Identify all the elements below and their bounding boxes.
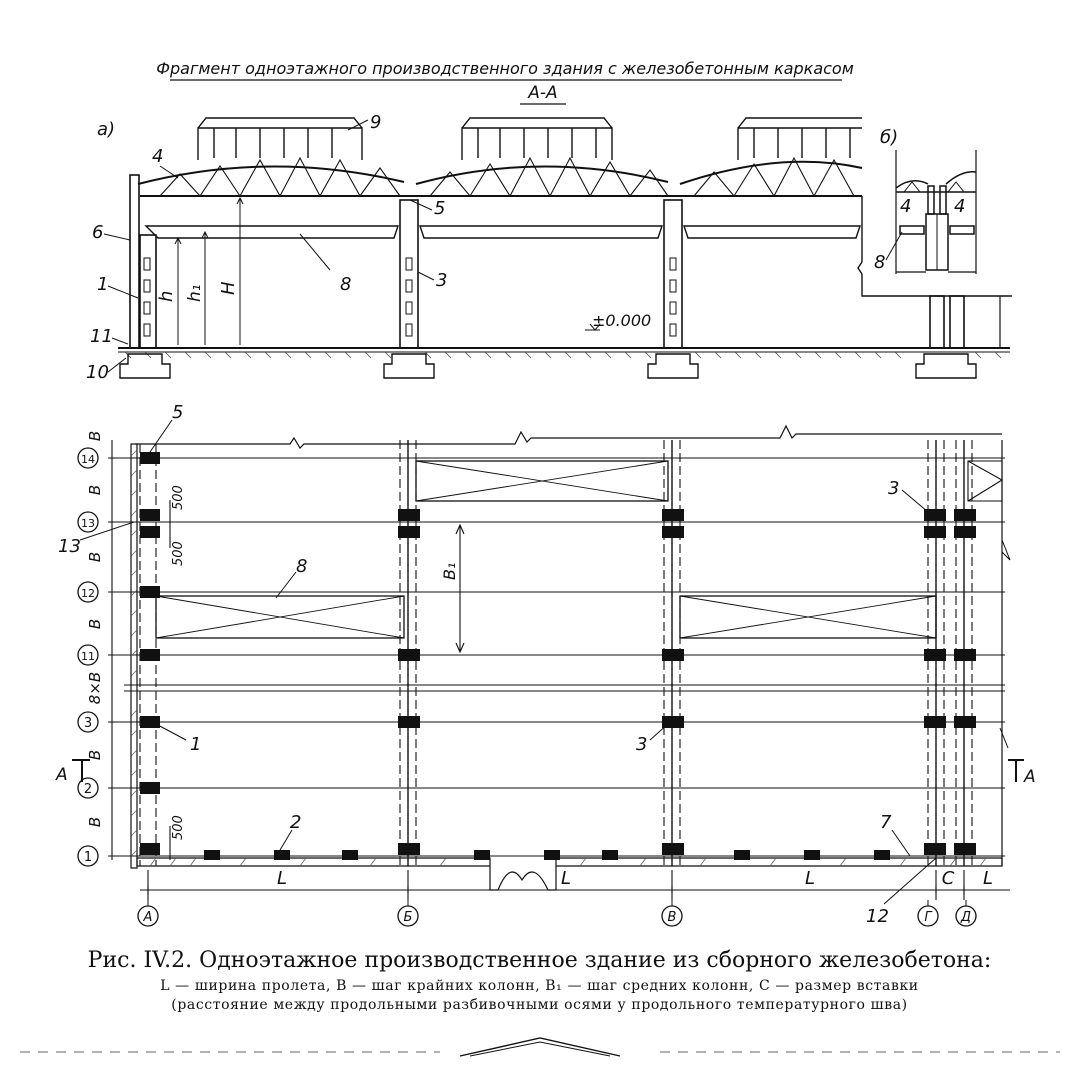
label-8: 8	[340, 274, 351, 295]
plan-label-12: 12	[866, 906, 889, 927]
row-axis-bubble	[77, 447, 99, 469]
span-dimension-label: L	[805, 868, 815, 889]
plan-label-B1: B₁	[440, 563, 459, 580]
row-axis-label: 12	[81, 587, 95, 600]
col-axis-label: Д	[960, 910, 971, 925]
figure-caption-note: (расстояние между продольными разбивочны…	[171, 997, 908, 1013]
col-axis-bubble	[137, 905, 159, 927]
level-mark: ±0.000	[592, 311, 651, 330]
plan-label-5: 5	[172, 402, 183, 423]
joint-detail: б) 4 4 8	[874, 127, 977, 274]
row-axes: 14 13 12 11 3 2 1 B B B B 8×B B B	[77, 431, 104, 867]
cut-A-left: А	[55, 765, 68, 785]
col-axis-label: Г	[924, 910, 933, 925]
plan-label-13: 13	[58, 536, 81, 557]
plan-label-3a: 3	[636, 734, 647, 755]
detail-label-4b: 4	[954, 196, 965, 217]
dim-H: H	[218, 281, 239, 295]
plan-label-3b: 3	[888, 478, 899, 499]
row-axis-label: 13	[81, 517, 95, 530]
col-axes: А Б В Г Д L L L C L	[137, 868, 993, 927]
col-axis-bubble	[397, 905, 419, 927]
col-axis-label: А	[143, 910, 153, 925]
row-axis-bubble	[77, 845, 99, 867]
row-axis-bubble	[77, 711, 99, 733]
dim-h1: h₁	[185, 284, 205, 302]
col-axis-bubble	[661, 905, 683, 927]
label-4: 4	[152, 146, 163, 167]
row-spacing-label: 8×B	[86, 672, 104, 704]
plan-label-7: 7	[880, 812, 892, 833]
row-axis-label: 14	[81, 453, 95, 466]
row-spacing-label: B	[86, 619, 104, 629]
span-dimension-label: L	[983, 868, 993, 889]
plan-label-8: 8	[296, 556, 307, 577]
row-spacing-label: B	[86, 552, 104, 562]
row-axis-label: 1	[84, 850, 92, 865]
dim-500-c: 500	[171, 815, 186, 840]
detail-label-4a: 4	[900, 196, 911, 217]
span-dimension-label: C	[942, 868, 955, 889]
row-spacing-label: B	[86, 750, 104, 760]
label-3: 3	[436, 270, 447, 291]
figure-caption-title: Рис. IV.2. Одноэтажное производственное …	[87, 948, 992, 973]
plan-label-1: 1	[190, 734, 201, 755]
section-title: А-А	[527, 83, 557, 103]
cut-A-right: А	[1023, 767, 1036, 787]
detail-label-8: 8	[874, 252, 885, 273]
label-6: 6	[92, 222, 103, 243]
row-axis-bubble	[77, 511, 99, 533]
row-axis-bubble	[77, 777, 99, 799]
dim-h: h	[156, 291, 177, 302]
row-axis-bubble	[77, 644, 99, 666]
label-11: 11	[90, 326, 113, 347]
dim-500-a: 500	[171, 485, 186, 510]
label-10: 10	[86, 362, 109, 383]
row-spacing-label: B	[86, 431, 104, 441]
row-spacing-label: B	[86, 817, 104, 827]
span-dimension-label: L	[561, 868, 571, 889]
dim-500-b: 500	[171, 541, 186, 566]
col-axis-bubble	[917, 905, 939, 927]
part-label-b: б)	[880, 127, 898, 148]
label-1: 1	[97, 274, 108, 295]
label-9: 9	[370, 112, 381, 133]
row-axis-label: 3	[84, 716, 92, 731]
col-axis-label: В	[668, 910, 677, 925]
col-axis-bubble	[955, 905, 977, 927]
row-axis-label: 2	[84, 782, 92, 797]
plan-label-2: 2	[290, 812, 301, 833]
cross-section: а)	[86, 112, 1012, 383]
span-dimension-label: L	[277, 868, 287, 889]
drawing-title: Фрагмент одноэтажного производственного …	[156, 59, 854, 78]
col-axis-label: Б	[404, 910, 413, 925]
row-spacing-label: B	[86, 485, 104, 495]
plan-view	[72, 419, 1024, 905]
part-label-a: а)	[97, 119, 115, 140]
label-5: 5	[434, 198, 445, 219]
row-axis-bubble	[77, 581, 99, 603]
figure-caption-legend: L — ширина пролета, B — шаг крайних коло…	[160, 978, 919, 994]
row-axis-label: 11	[81, 650, 95, 663]
